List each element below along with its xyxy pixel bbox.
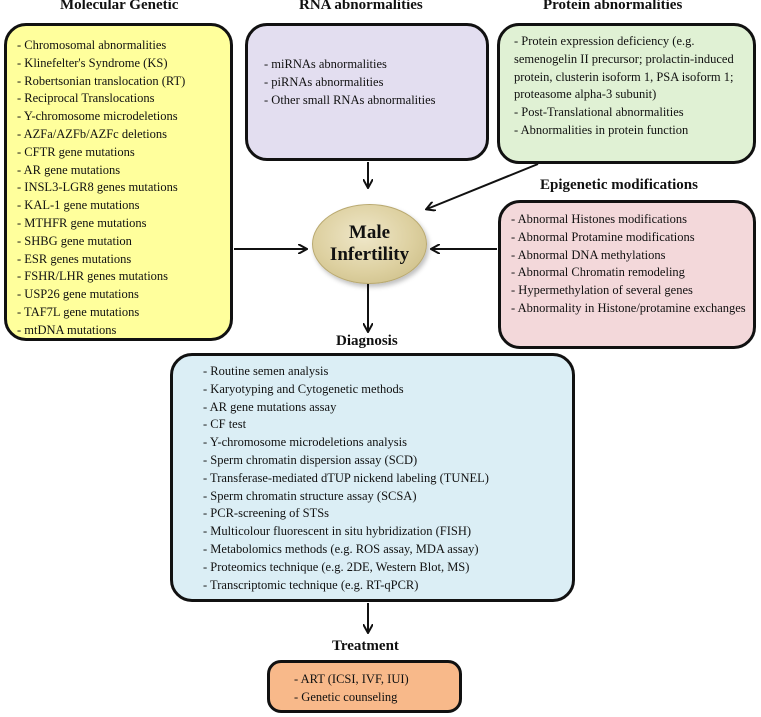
list-item: - PCR-screening of STSs bbox=[203, 506, 330, 521]
list-item: - Metabolomics methods (e.g. ROS assay, … bbox=[203, 541, 479, 556]
list-item: - Sperm chromatin dispersion assay (SCD) bbox=[203, 452, 418, 467]
list-item: - Transcriptomic technique (e.g. RT-qPCR… bbox=[203, 577, 419, 592]
list-item: - Klinefelter's Syndrome (KS) bbox=[17, 55, 168, 70]
epigenetic-modifications-box: - Abnormal Histones modifications - Abno… bbox=[498, 200, 756, 349]
list-item: - CFTR gene mutations bbox=[17, 144, 135, 159]
list-item: - AZFa/AZFb/AZFc deletions bbox=[17, 126, 167, 141]
list-item: - ESR genes mutations bbox=[17, 251, 132, 266]
protein-abnormalities-box: - Protein expression deficiency (e.g. se… bbox=[497, 23, 756, 164]
molecular-genetic-title: Molecular Genetic bbox=[60, 0, 179, 13]
list-item: - Y-chromosome microdeletions analysis bbox=[203, 435, 408, 450]
list-item: - Abnormality in Histone/protamine excha… bbox=[511, 300, 746, 315]
list-item: - Abnormal DNA methylations bbox=[511, 247, 666, 262]
list-item: - Multicolour fluorescent in situ hybrid… bbox=[203, 524, 472, 539]
list-item: - MTHFR gene mutations bbox=[17, 215, 147, 230]
list-item: - KAL-1 gene mutations bbox=[17, 198, 140, 213]
rna-abnormalities-box: - miRNAs abnormalities - piRNAs abnormal… bbox=[245, 23, 489, 161]
molecular-genetic-box: - Chromosomal abnormalities - Klinefelte… bbox=[4, 23, 233, 341]
list-item: - USP26 gene mutations bbox=[17, 287, 139, 302]
list-item: - Proteomics technique (e.g. 2DE, Wester… bbox=[203, 559, 470, 574]
center-label-line1: Male bbox=[348, 222, 391, 243]
arrow-protein-to-center bbox=[427, 163, 539, 209]
epigenetic-modifications-title: Epigenetic modifications bbox=[540, 177, 698, 193]
list-item: - Reciprocal Translocations bbox=[17, 91, 155, 106]
list-item: - Protein expression deficiency (e.g. se… bbox=[514, 34, 734, 102]
list-item: - Y-chromosome microdeletions bbox=[17, 109, 178, 124]
list-item: - Robertsonian translocation (RT) bbox=[17, 73, 186, 88]
list-item: - mtDNA mutations bbox=[17, 322, 117, 337]
list-item: - Other small RNAs abnormalities bbox=[264, 92, 436, 107]
list-item: - Sperm chromatin structure assay (SCSA) bbox=[203, 488, 417, 503]
rna-abnormalities-title: RNA abnormalities bbox=[299, 0, 423, 13]
diagnosis-box: - Routine semen analysis - Karyotyping a… bbox=[170, 353, 575, 602]
list-item: - AR gene mutations bbox=[17, 162, 121, 177]
list-item: - INSL3-LGR8 genes mutations bbox=[17, 180, 178, 195]
list-item: - ART (ICSI, IVF, IUI) bbox=[294, 672, 409, 686]
list-item: - Abnormal Chromatin remodeling bbox=[511, 265, 685, 280]
protein-abnormalities-title: Protein abnormalities bbox=[543, 0, 683, 13]
list-item: - CF test bbox=[203, 417, 247, 432]
list-item: - Transferase-mediated dTUP nickend labe… bbox=[203, 470, 489, 485]
list-item: - Hypermethylation of several genes bbox=[511, 283, 693, 298]
list-item: - Chromosomal abnormalities bbox=[17, 38, 167, 52]
list-item: - piRNAs abnormalities bbox=[264, 74, 384, 89]
list-item: - Genetic counseling bbox=[294, 689, 398, 704]
list-item: - Abnormal Histones modifications bbox=[511, 212, 688, 226]
list-item: - Abnormal Protamine modifications bbox=[511, 229, 695, 244]
list-item: - FSHR/LHR genes mutations bbox=[17, 269, 169, 284]
male-infertility-node: Male Infertility bbox=[312, 204, 427, 284]
diagnosis-title: Diagnosis bbox=[336, 333, 398, 349]
list-item: - Routine semen analysis bbox=[203, 364, 329, 378]
center-label-line2: Infertility bbox=[329, 244, 410, 265]
list-item: - TAF7L gene mutations bbox=[17, 304, 140, 319]
list-item: - miRNAs abnormalities bbox=[264, 57, 387, 71]
list-item: - SHBG gene mutation bbox=[17, 233, 132, 248]
list-item: - Abnormalities in protein function bbox=[514, 122, 689, 137]
treatment-box: - ART (ICSI, IVF, IUI) - Genetic counsel… bbox=[267, 660, 462, 713]
list-item: - Karyotyping and Cytogenetic methods bbox=[203, 381, 404, 396]
treatment-title: Treatment bbox=[332, 638, 399, 654]
list-item: - Post-Translational abnormalities bbox=[514, 105, 684, 120]
list-item: - AR gene mutations assay bbox=[203, 399, 337, 414]
